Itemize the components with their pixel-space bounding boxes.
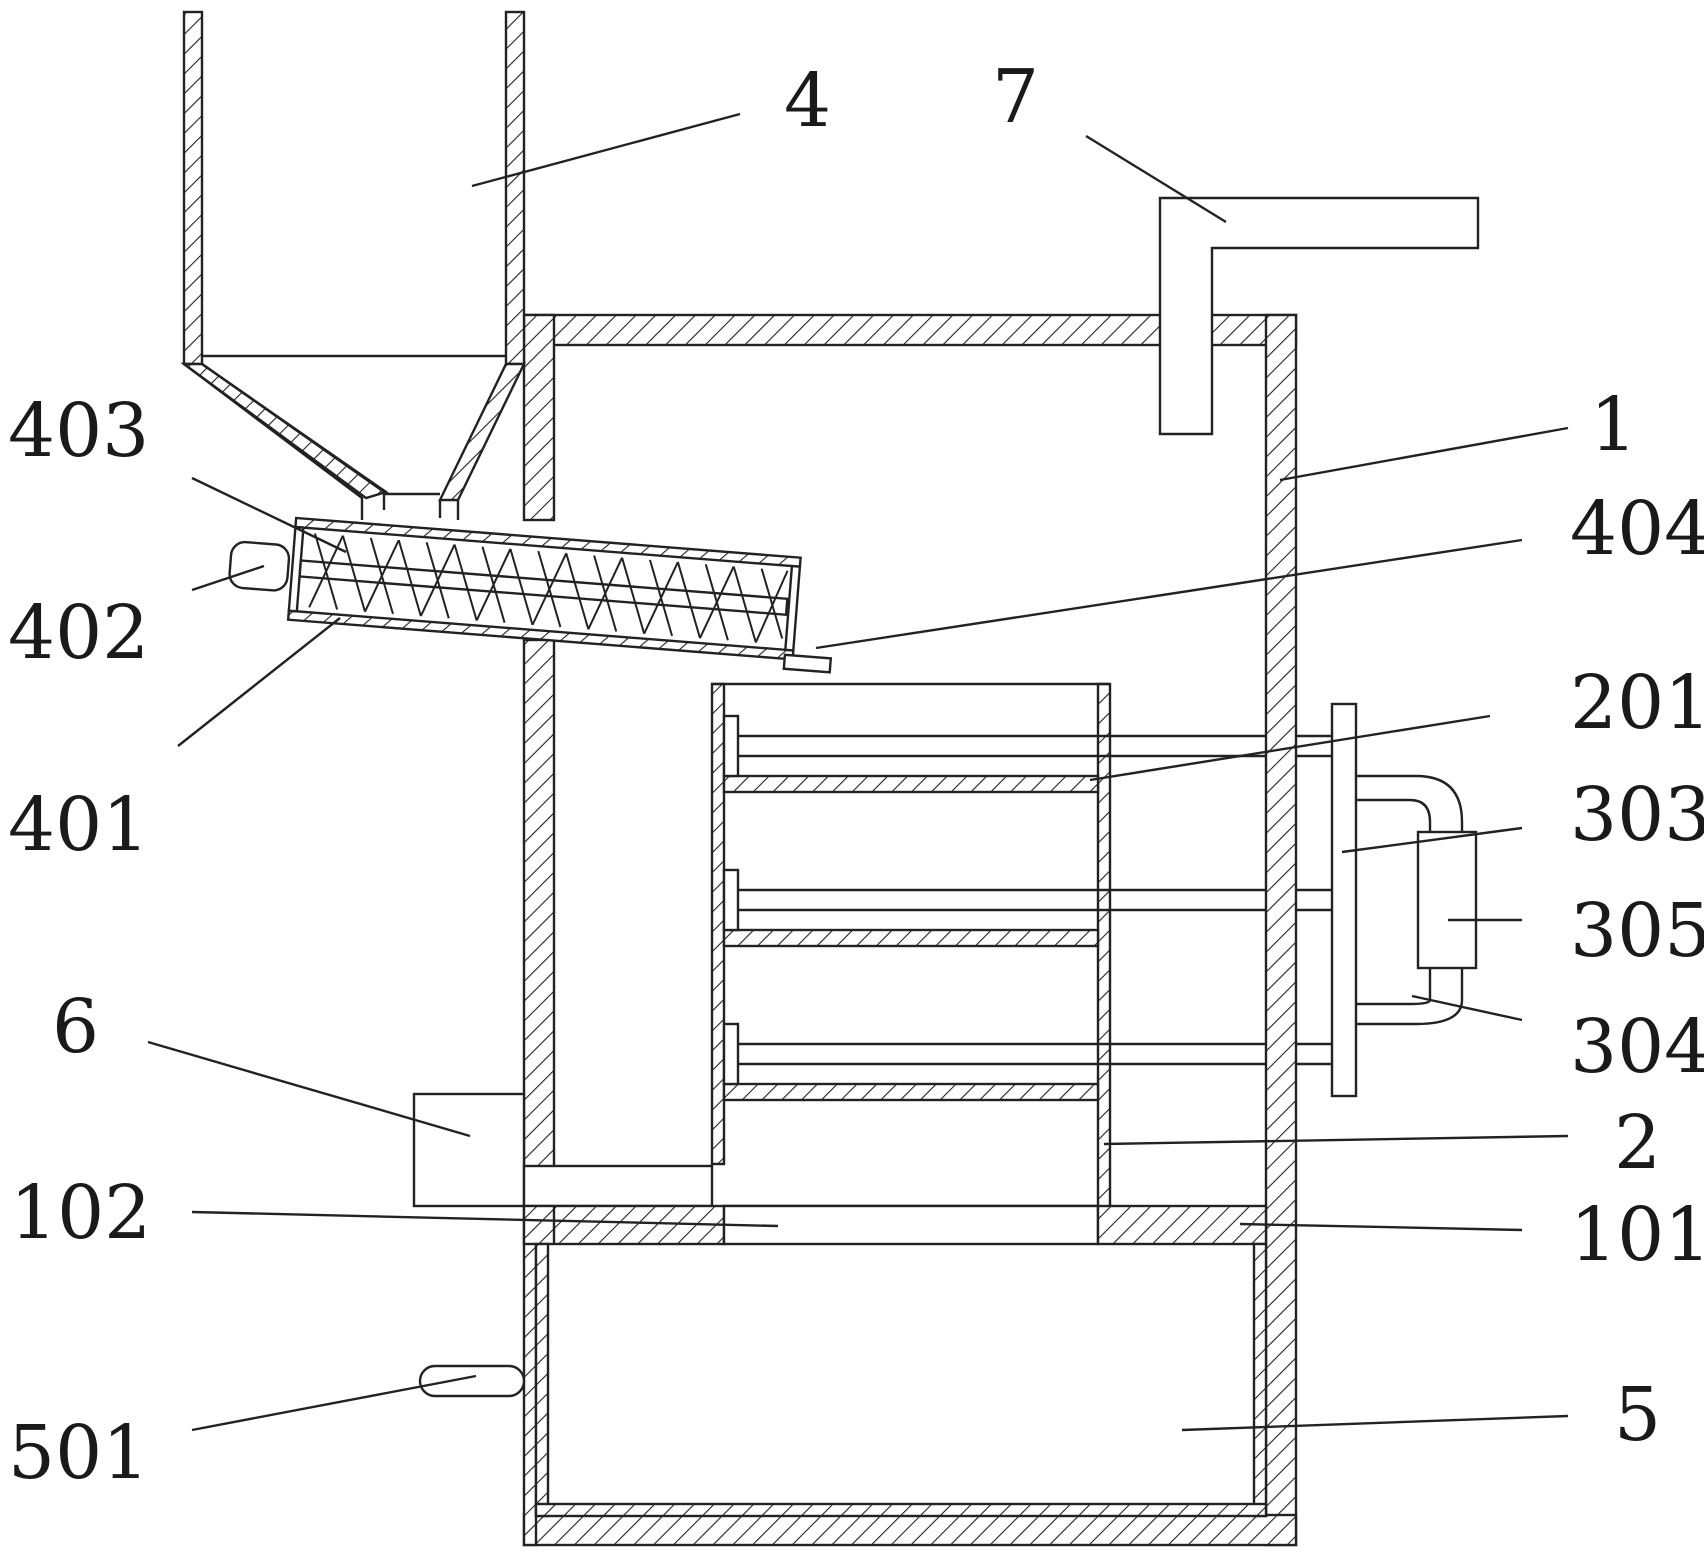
callout-501: 501 bbox=[8, 1410, 149, 1496]
callout-304: 304 bbox=[1570, 1004, 1704, 1090]
callout-101: 101 bbox=[1570, 1192, 1704, 1278]
leader-lines bbox=[147, 112, 1569, 1432]
callout-6: 6 bbox=[52, 984, 99, 1070]
callout-402: 402 bbox=[8, 590, 149, 676]
exhaust-pipe bbox=[1158, 196, 1480, 436]
callout-102: 102 bbox=[10, 1170, 151, 1256]
callout-404: 404 bbox=[1570, 486, 1704, 572]
callout-1: 1 bbox=[1590, 382, 1637, 468]
screw-conveyor bbox=[228, 516, 833, 674]
side-box bbox=[412, 1092, 714, 1208]
callout-labels: 4 7 403 1 402 404 401 201 303 305 304 6 … bbox=[8, 54, 1704, 1496]
callout-7: 7 bbox=[992, 54, 1039, 140]
collection-drawer bbox=[418, 1242, 1268, 1518]
callout-2: 2 bbox=[1614, 1100, 1661, 1186]
sieve-tray-3 bbox=[722, 1022, 1332, 1102]
callout-403: 403 bbox=[8, 388, 149, 474]
callout-305: 305 bbox=[1570, 888, 1704, 974]
vibrator-assembly bbox=[1330, 702, 1478, 1098]
callout-303: 303 bbox=[1570, 772, 1704, 858]
callout-401: 401 bbox=[8, 782, 149, 868]
sieve-tray-2 bbox=[722, 868, 1332, 948]
callout-5: 5 bbox=[1614, 1372, 1661, 1458]
sieve-tray-1 bbox=[722, 714, 1332, 794]
callout-4: 4 bbox=[784, 58, 831, 144]
partition-plate bbox=[522, 1204, 1268, 1246]
sieve-frame bbox=[710, 682, 1112, 1234]
callout-201: 201 bbox=[1570, 660, 1704, 746]
hopper bbox=[180, 10, 526, 520]
